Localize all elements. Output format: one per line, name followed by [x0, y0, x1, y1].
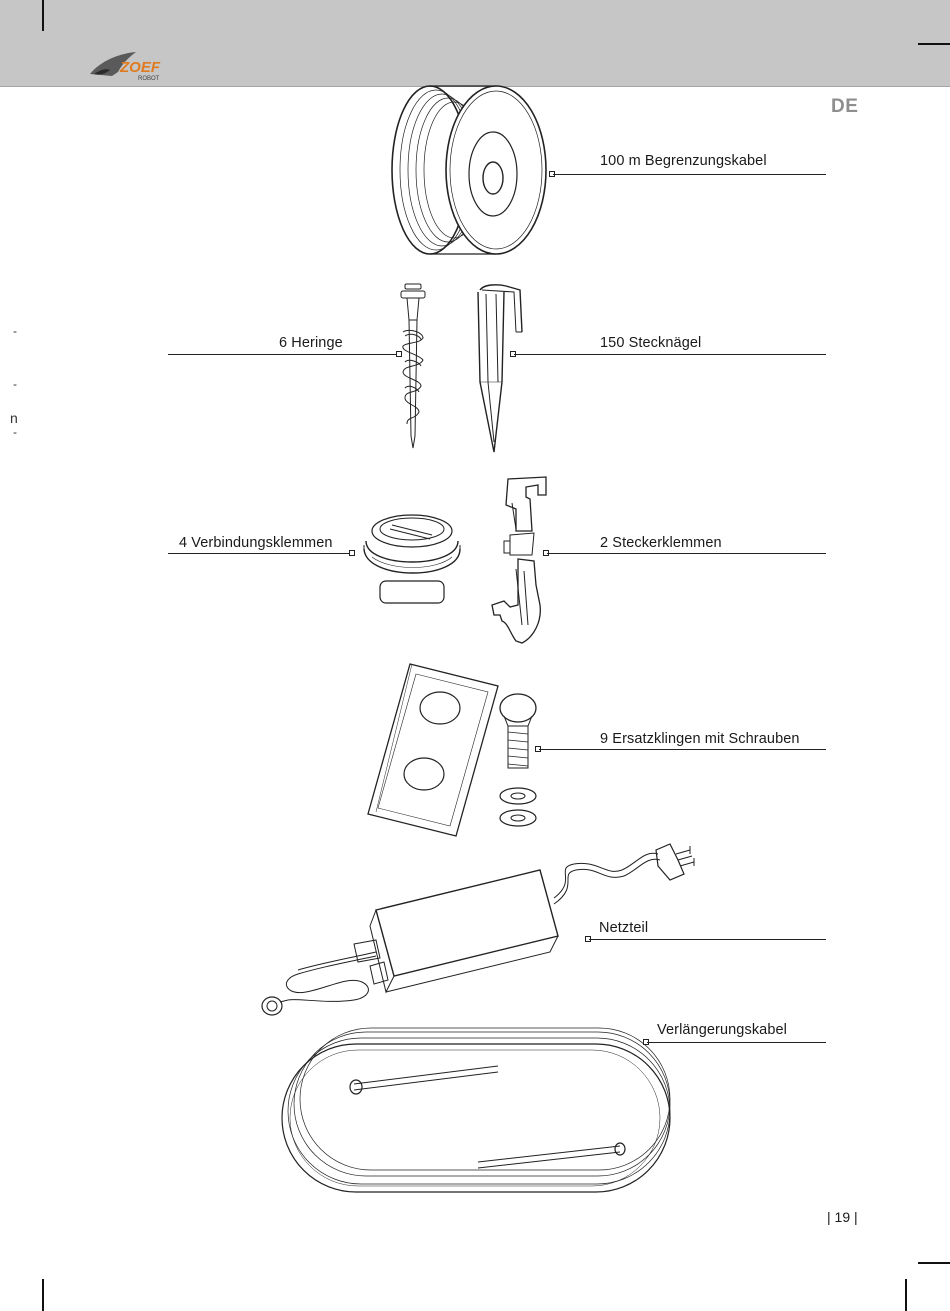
- item-label-staples: 150 Stecknägel: [600, 335, 701, 351]
- margin-mark: -: [13, 324, 17, 338]
- screw-peg-icon: [395, 280, 431, 452]
- item-label-cable: 100 m Begrenzungskabel: [600, 153, 767, 169]
- item-label-connector-clamps: 4 Verbindungsklemmen: [179, 535, 333, 551]
- extension-cable-icon: [278, 1026, 674, 1196]
- margin-mark: -: [13, 425, 17, 439]
- crop-mark-top-right: [918, 43, 950, 45]
- item-label-plug-clamps: 2 Steckerklemmen: [600, 535, 722, 551]
- leader-line: [539, 749, 826, 750]
- crop-mark-top-left: [42, 0, 44, 31]
- connector-clamp-icon: [360, 505, 466, 609]
- item-label-pegs: 6 Heringe: [279, 335, 343, 351]
- margin-mark: n: [10, 410, 18, 426]
- language-tag: DE: [831, 96, 858, 118]
- item-label-blades: 9 Ersatzklingen mit Schrauben: [600, 731, 800, 747]
- leader-line: [168, 354, 397, 355]
- leader-line: [168, 553, 351, 554]
- margin-mark: -: [13, 377, 17, 391]
- crop-mark-bottom-left: [42, 1279, 44, 1311]
- item-label-extension-cable: Verlängerungskabel: [657, 1022, 787, 1038]
- leader-line: [514, 354, 826, 355]
- leader-dot: [349, 550, 355, 556]
- brand-logo: ZOEF ROBOT: [88, 50, 188, 84]
- crop-mark-right-edge: [918, 1262, 950, 1264]
- plug-clamp-icon: [488, 475, 554, 651]
- leader-line: [589, 939, 826, 940]
- leader-line: [553, 174, 826, 175]
- ground-staple-icon: [470, 282, 530, 456]
- leader-line: [647, 1042, 826, 1043]
- crop-mark-bottom-right: [905, 1279, 907, 1311]
- item-label-power-supply: Netzteil: [599, 920, 648, 936]
- page-number: | 19 |: [827, 1209, 858, 1225]
- cable-reel-icon: [380, 82, 552, 260]
- leader-line: [547, 553, 826, 554]
- blade-and-screw-icon: [364, 660, 548, 840]
- logo-subtext: ROBOT: [138, 76, 160, 82]
- logo-text: ZOEF: [119, 59, 161, 76]
- leader-dot: [396, 351, 402, 357]
